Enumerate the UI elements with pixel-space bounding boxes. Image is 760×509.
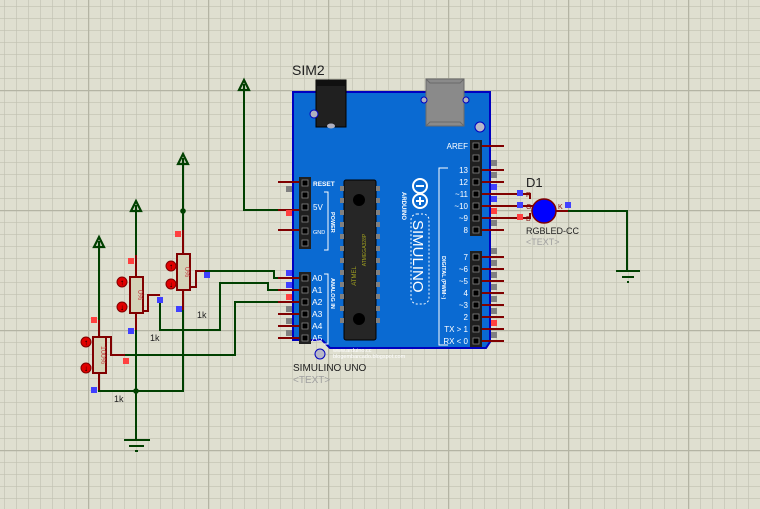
junction-dot (133, 388, 139, 394)
pin-label-4: 4 (464, 289, 469, 298)
pin-label-rx: RX < 0 (443, 337, 468, 346)
potentiometer-rv1[interactable]: 100% ↑ ↓ 1k (80, 320, 125, 404)
power-terminal-icon (92, 234, 106, 249)
ground-icon (616, 270, 640, 283)
pin-label-a5: A5 (312, 333, 323, 343)
power-terminal-icon (176, 151, 190, 166)
digital-section-label: DIGITAL (PWM~) (440, 256, 446, 300)
right-pin-markers (491, 160, 497, 338)
wire-5v (243, 90, 278, 211)
pin-label-11: ~11 (455, 190, 469, 199)
brand-label: ARDUINO (400, 192, 406, 220)
pin-label-a1: A1 (312, 285, 323, 295)
pin-label-aref: AREF (447, 142, 468, 151)
pin-label-2: 2 (464, 313, 469, 322)
pin-label-8: 8 (464, 226, 469, 235)
pin-label-reset: RESET (313, 181, 335, 188)
pin-label-a2: A2 (312, 297, 323, 307)
power-terminals (92, 77, 251, 249)
digital-header-top: AREF 13 12 ~11 ~10 ~9 8 (438, 142, 480, 346)
pin-label-a0: A0 (312, 273, 323, 283)
decrement-button[interactable] (116, 301, 128, 313)
pin-label-9: ~9 (459, 214, 469, 223)
wire-pot2-wiper (159, 282, 290, 331)
pot-value-label: 1k (150, 333, 160, 343)
url-blog: blogembarcado.blogspot.com (333, 354, 406, 360)
rgb-led[interactable]: D1 R G B K RGBLED-CC <TEXT> (517, 175, 580, 247)
pot-position-label: 100% (99, 346, 106, 364)
pin-label-7: 7 (464, 253, 469, 262)
led-pin-r: R (526, 192, 531, 199)
pin-label-10: ~10 (454, 202, 468, 211)
board-text-placeholder: <TEXT> (293, 375, 330, 386)
chip-brand: ATMEL (352, 266, 358, 286)
pin-label-gnd: GND (313, 230, 325, 236)
board-ref-label: SIM2 (292, 62, 325, 78)
pin-label-3: ~3 (459, 301, 469, 310)
potentiometer-rv3[interactable]: 0% ↑ ↓ 1k (165, 230, 207, 320)
junction-dot (180, 208, 186, 214)
led-body (531, 198, 557, 224)
pot-position-label: 0% (183, 267, 190, 277)
led-pin-k: K (558, 204, 563, 211)
analog-section-label: ANALOG IN (329, 278, 335, 309)
pot-position-label: 0% (136, 290, 143, 300)
increment-button[interactable] (165, 260, 177, 272)
pin-label-13: 13 (459, 166, 468, 175)
ground-symbols (124, 270, 640, 452)
increment-button[interactable] (80, 336, 92, 348)
board-name-label: SIMULINO UNO (293, 363, 367, 374)
pot-value-label: 1k (114, 394, 124, 404)
arrow-down-icon: ↓ (169, 280, 173, 289)
wire-led-gnd (568, 210, 628, 270)
pin-label-a3: A3 (312, 309, 323, 319)
led-name-label: RGBLED-CC (526, 226, 580, 236)
decrement-button[interactable] (80, 362, 92, 374)
pin-label-5v: 5V (313, 203, 323, 212)
arduino-board[interactable]: SIM2 ATMEL ATMEGA328P ARDUINO SI (278, 62, 520, 386)
pin-label-tx: TX > 1 (444, 325, 468, 334)
arrow-down-icon: ↓ (120, 303, 124, 312)
ground-icon (124, 439, 150, 452)
led-pin-b: B (526, 216, 531, 223)
led-ref-label: D1 (526, 175, 543, 190)
pin-label-6: ~6 (459, 265, 469, 274)
power-terminal-icon (129, 198, 143, 213)
power-header: RESET 5V GND POWER (301, 179, 335, 251)
arrow-up-icon: ↑ (169, 262, 173, 271)
decrement-button[interactable] (165, 278, 177, 290)
arrow-up-icon: ↑ (84, 338, 88, 347)
dc-jack (315, 79, 347, 128)
chip-model: ATMEGA328P (362, 233, 368, 266)
wire-pot1-wiper (125, 301, 290, 356)
pin-label-5: ~5 (459, 277, 469, 286)
potentiometer-rv2[interactable]: 0% ↑ ↓ 1k (116, 255, 160, 343)
arrow-up-icon: ↑ (120, 278, 124, 287)
pin-state-markers (91, 231, 210, 393)
arrow-down-icon: ↓ (84, 364, 88, 373)
led-pin-g: G (526, 204, 531, 211)
arduino-logo-icon (412, 178, 428, 209)
power-terminal-icon (237, 77, 251, 92)
led-text-placeholder: <TEXT> (526, 237, 560, 247)
pot-value-label: 1k (197, 310, 207, 320)
analog-header: A0 A1 A2 A3 A4 A5 ANALOG IN (301, 273, 335, 345)
digital-header-bottom: 7 ~6 ~5 4 ~3 2 TX > 1 RX < 0 DIGITAL (PW… (440, 253, 480, 346)
pin-label-a4: A4 (312, 321, 323, 331)
usb-connector (425, 78, 465, 127)
left-pin-markers (286, 186, 292, 336)
increment-button[interactable] (116, 276, 128, 288)
url-arduino: www.arduino.cc (332, 348, 372, 354)
pin-label-12: 12 (459, 178, 468, 187)
simulino-logo: SIMULINO (409, 220, 426, 293)
power-section-label: POWER (329, 212, 335, 233)
